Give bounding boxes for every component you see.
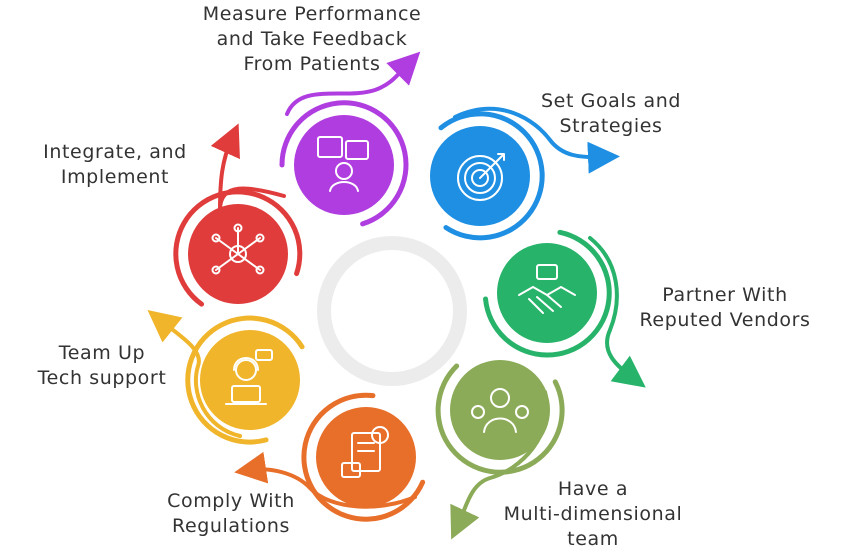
compliance-document-icon — [341, 426, 389, 478]
step-connector-arrow — [210, 123, 286, 211]
tech-support-icon — [225, 349, 273, 405]
step-partner-vendors — [483, 229, 646, 388]
step-label-multidimensional-team: Have a Multi-dimensional team — [503, 478, 683, 550]
step-ring — [435, 363, 565, 475]
step-measure-performance — [279, 51, 421, 227]
step-connector-arrow — [285, 51, 421, 116]
step-tech-support — [147, 310, 305, 445]
step-set-goals — [430, 106, 620, 241]
team-icon — [471, 388, 529, 433]
center-ring — [317, 236, 467, 386]
step-ring — [185, 315, 305, 445]
step-label-set-goals: Set Goals and Strategies — [541, 90, 681, 137]
target-icon — [457, 153, 505, 201]
step-integrate-implement — [173, 123, 303, 307]
step-ring — [438, 111, 545, 241]
step-label-tech-support: Team Up Tech support — [37, 342, 167, 389]
step-connector-arrow — [147, 310, 242, 438]
feedback-icon — [317, 136, 369, 192]
step-ring — [279, 100, 409, 227]
step-multidimensional-team — [435, 360, 565, 540]
step-connector-arrow — [234, 451, 417, 509]
step-label-comply-regulations: Comply With Regulations — [167, 490, 295, 537]
step-label-measure-performance: Measure Performance and Take Feedback Fr… — [202, 3, 422, 75]
step-disc — [430, 126, 530, 226]
step-disc — [316, 407, 416, 507]
step-label-integrate-implement: Integrate, and Implement — [43, 141, 187, 188]
integration-network-icon — [211, 223, 265, 275]
step-comply-regulations — [234, 392, 426, 522]
step-disc — [294, 115, 394, 215]
step-connector-arrow — [453, 106, 620, 174]
step-ring — [483, 229, 612, 358]
step-label-partner-vendors: Partner With Reputed Vendors — [639, 284, 811, 331]
step-disc — [497, 243, 597, 343]
handshake-icon — [518, 264, 576, 314]
step-connector-arrow — [588, 236, 646, 388]
step-disc — [450, 360, 550, 460]
